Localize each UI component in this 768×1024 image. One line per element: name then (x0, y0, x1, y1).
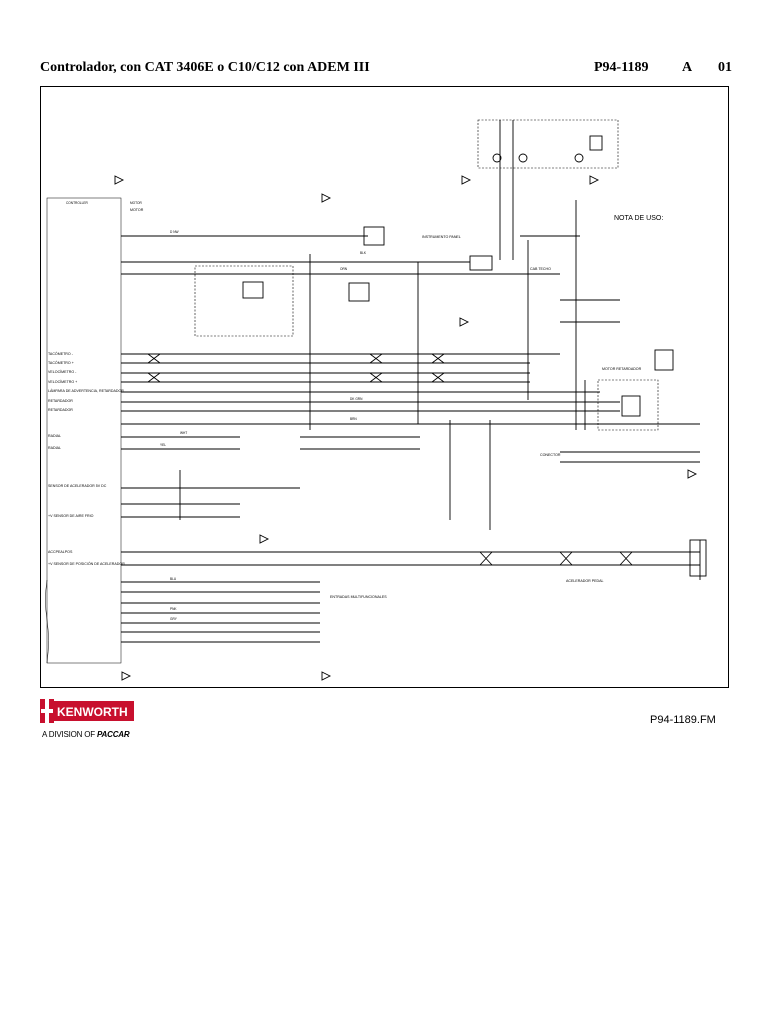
motor-top-label: MOTOR (130, 201, 143, 205)
comp-label-motor: MOTOR (130, 208, 144, 212)
label-accpealpos: ACCPEALPOS (48, 550, 73, 554)
note-of-use-title: NOTA DE USO: (614, 215, 663, 222)
comp-label-retarder: MOTOR RETARDADOR (602, 367, 642, 371)
connector-flags (114, 175, 698, 681)
label-throttle-pos: +V SENSOR DE POSICIÓN DE ACELERADOR (48, 561, 125, 566)
wire-label-3: BLK (360, 251, 367, 255)
wire-label-10: BLU (170, 577, 177, 581)
label-radial-1: RADIAL (48, 434, 61, 438)
wire-label-5: BRN (350, 417, 357, 421)
controller-connector-strip: CONTROLLER MOTOR (46, 197, 143, 664)
vertical-trunks (179, 120, 701, 580)
label-speedo-neg: VELOCÍMETRO - (48, 370, 77, 374)
diagram-title: Controlador, con CAT 3406E o C10/C12 con… (40, 60, 370, 75)
label-retarder-2: RETARDADOR (48, 408, 73, 412)
sheet-number: 01 (718, 60, 732, 75)
wire-runs (121, 235, 700, 643)
brand-wordmark: KENWORTH (57, 705, 128, 719)
harness-boxes (194, 119, 659, 431)
comp-label-cab-roof: CAB TECHO (530, 267, 551, 271)
label-tach-pos: TACÓMETRO + (48, 360, 74, 365)
label-throttle-5v: SENSOR DE ACELERADOR 5V DC (48, 484, 107, 488)
division-prefix: A DIVISION OF (42, 730, 95, 739)
label-retarder-1: RETARDADOR (48, 399, 73, 403)
label-tach-neg: TACÓMETRO - (48, 351, 74, 356)
wire-label-2: ORN (340, 267, 348, 271)
wire-label-1: D NW (170, 230, 179, 234)
components: NOTA DE USO: (242, 135, 707, 577)
schematic-frame (40, 86, 729, 688)
wire-label-8: PNK (170, 607, 177, 611)
wire-label-4: DK GRN (350, 397, 363, 401)
wire-label-9: GRY (170, 617, 178, 621)
comp-label-connector: CONECTOR (540, 453, 561, 457)
kenworth-logo: KENWORTH (40, 699, 134, 723)
wire-label-6: WHT (180, 431, 187, 435)
label-air-sensor: +V SENSOR DE AIRE FRIO (48, 514, 94, 518)
wire-color-labels: D NW ORN BLK DK GRN BRN WHT YEL PNK GRY … (160, 230, 367, 621)
label-retarder-lamp: LÁMPARA DE ADVERTENCIA, RETARDADOR (48, 389, 124, 393)
comp-label-multifunction: ENTRADAS MULTIFUNCIONALES (330, 595, 387, 599)
revision-letter: A (682, 60, 693, 75)
comp-label-throttle-pedal: ACELERADOR PEDAL (566, 579, 604, 583)
twisted-pair-symbols (147, 353, 633, 566)
label-speedo-pos: VELOCÍMETRO + (48, 380, 77, 384)
division-line: A DIVISION OF PACCAR (42, 730, 130, 739)
division-brand: PACCAR (97, 730, 130, 739)
strip-break-line (45, 579, 49, 664)
wire-label-7: YEL (160, 443, 166, 447)
file-name: P94-1189.FM (650, 714, 716, 726)
label-radial-2: RADIAL (48, 446, 61, 450)
controller-header-label: CONTROLLER (66, 201, 88, 205)
comp-label-instrument: INSTRUMENTO PANEL (422, 235, 461, 239)
left-labels: TACÓMETRO - TACÓMETRO + VELOCÍMETRO - VE… (48, 351, 125, 566)
document-number: P94-1189 (594, 60, 649, 75)
component-labels: MOTOR INSTRUMENTO PANEL CAB TECHO MOTOR … (130, 208, 642, 599)
